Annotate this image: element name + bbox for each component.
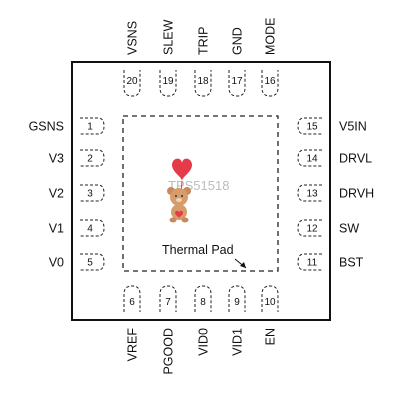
pin-number: 6 [129, 297, 135, 308]
pin-name: DRVH [339, 187, 374, 201]
pin-name: VREF [126, 328, 140, 362]
pin-number: 5 [87, 258, 93, 269]
pin-pad [80, 253, 105, 271]
pin-number: 18 [197, 76, 209, 87]
pin-pad [80, 117, 105, 135]
pin-18-top: 18 TRIP [194, 27, 212, 97]
pin-1-left: 1 GSNS [29, 117, 105, 135]
pin-number: 9 [234, 297, 240, 308]
pin-number: 13 [306, 189, 318, 200]
pin-15-right: 15 V5IN [297, 117, 367, 135]
pin-number: 7 [165, 297, 171, 308]
pin-2-left: 2 V3 [49, 149, 105, 167]
pin-pad [261, 70, 279, 97]
pin-12-right: 12 SW [297, 219, 359, 237]
pin-name: V3 [49, 152, 64, 166]
pin-name: BST [339, 256, 364, 270]
pin-pad [297, 253, 322, 271]
pin-name: VID0 [197, 328, 211, 356]
pin-pad [297, 149, 322, 167]
pin-name: DRVL [339, 152, 372, 166]
pin-pad [194, 285, 212, 312]
pin-13-right: 13 DRVH [297, 184, 374, 202]
pin-number: 14 [306, 154, 318, 165]
pin-pad [80, 219, 105, 237]
pin-number: 15 [306, 122, 318, 133]
pin-19-top: 19 SLEW [159, 19, 177, 97]
pin-name: MODE [264, 18, 278, 56]
thermal-pad-label: Thermal Pad [162, 243, 234, 257]
pin-name: V1 [49, 222, 64, 236]
pin-16-top: 16 MODE [261, 18, 279, 97]
pin-number: 10 [264, 297, 276, 308]
teddy-bear-heart-icon [167, 158, 192, 223]
pin-pad [80, 184, 105, 202]
pin-3-left: 3 V2 [49, 184, 105, 202]
package-body [71, 61, 331, 321]
pin-pad [261, 285, 279, 312]
pin-name: EN [264, 328, 278, 345]
pin-number: 4 [87, 224, 93, 235]
pin-number: 8 [200, 297, 206, 308]
pin-number: 20 [126, 76, 138, 87]
pin-4-left: 4 V1 [49, 219, 105, 237]
pin-number: 19 [162, 76, 174, 87]
pin-number: 3 [87, 189, 93, 200]
thermal-pad-outline [122, 115, 279, 272]
pin-number: 17 [231, 76, 243, 87]
pin-pad [123, 70, 141, 97]
pin-name: PGOOD [162, 328, 176, 375]
pin-number: 11 [307, 258, 318, 269]
pin-name: SLEW [162, 19, 176, 55]
pin-pad [228, 70, 246, 97]
pin-number: 2 [87, 154, 93, 165]
pin-pad [159, 70, 177, 97]
pin-pad [297, 117, 322, 135]
pin-5-left: 5 V0 [49, 253, 105, 271]
pin-pad [297, 219, 322, 237]
pin-name: V5IN [339, 120, 367, 134]
pin-name: VSNS [126, 21, 140, 55]
pin-name: VID1 [231, 328, 245, 356]
pin-pad [159, 285, 177, 312]
pin-name: GND [231, 27, 245, 55]
pin-17-top: 17 GND [228, 27, 246, 97]
pin-name: GSNS [29, 120, 64, 134]
pin-number: 16 [264, 76, 276, 87]
pin-14-right: 14 DRVL [297, 149, 372, 167]
pin-11-right: 11 BST [297, 253, 364, 271]
pin-pad [194, 70, 212, 97]
pins-layer: 1 GSNS 2 V3 3 V2 4 V1 5 V0 11 BST 12 SW 13 DRVH 14 DRVL 15… [29, 18, 375, 375]
pin-number: 12 [306, 224, 318, 235]
pin-name: V2 [49, 187, 64, 201]
pin-pad [80, 149, 105, 167]
pin-name: TRIP [197, 27, 211, 55]
pin-pad [228, 285, 246, 312]
pin-number: 1 [87, 122, 93, 133]
pin-pad [297, 184, 322, 202]
pin-name: V0 [49, 256, 64, 270]
pin-pad [123, 285, 141, 312]
pin-20-top: 20 VSNS [123, 21, 141, 97]
pin-name: SW [339, 222, 359, 236]
